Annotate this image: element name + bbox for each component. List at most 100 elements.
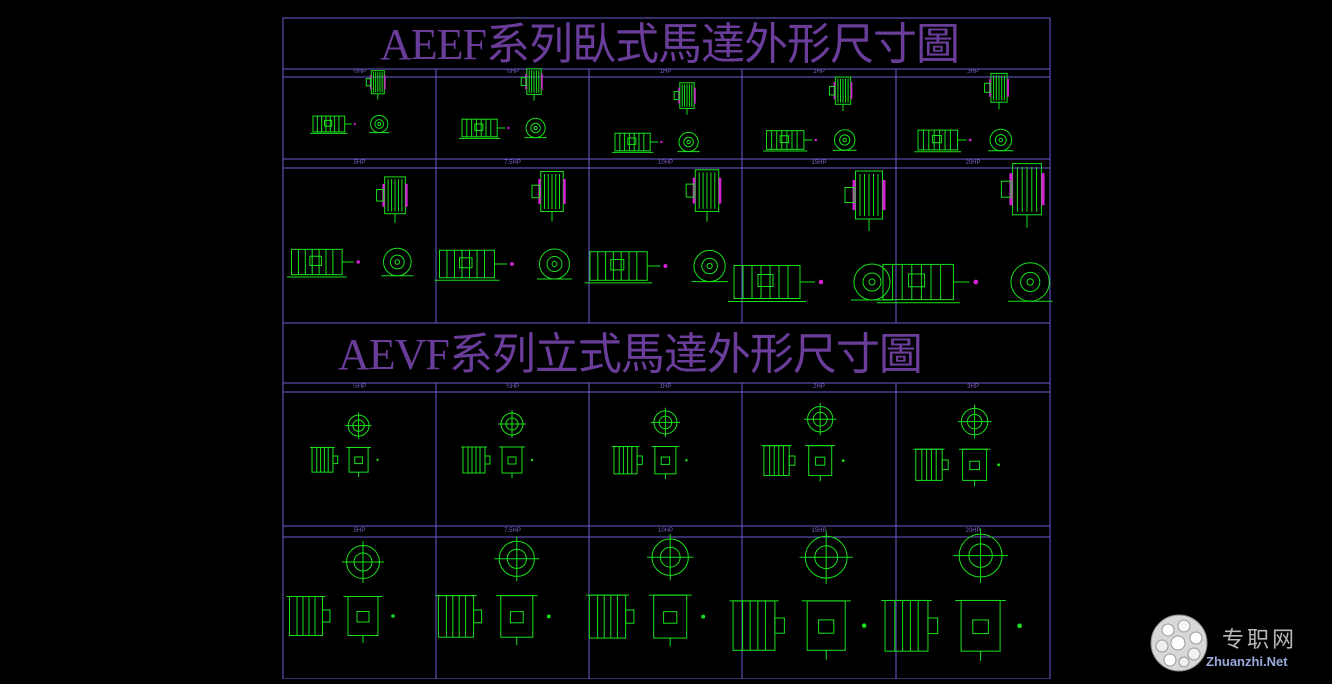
motor-side-view [654,446,677,475]
motor-front-view [884,599,929,652]
motor-side-view [733,265,801,299]
dim-marker [685,458,688,462]
terminal-box [365,78,372,87]
shaft-key [356,260,360,264]
motor-front-view [437,595,475,638]
dim-marker [701,614,706,619]
cell-label: 2HP [813,384,825,390]
end-view-shaft [706,262,713,270]
motor-front-view [588,594,627,639]
end-view-shaft [1026,278,1034,286]
horizontal-motor-drawing [286,176,414,278]
terminal-box [507,456,517,465]
terminal-box [309,255,322,266]
terminal-mark [850,82,853,100]
cell-label: ¾HP [505,384,520,390]
horizontal-series-title: AEEF系列臥式馬達外形尺寸圖 [380,20,960,69]
horizontal-motor-drawing [611,82,700,153]
terminal-mark [384,75,386,90]
terminal-box [931,135,942,144]
motor-side-view [653,594,688,639]
watermark-en: Zhuanzhi.Net [1206,654,1288,669]
cell-label: 15HP [811,160,827,166]
shaft-key [973,279,979,285]
terminal-box [627,137,637,145]
dim-marker [861,623,867,628]
vertical-motor-drawing [435,536,551,646]
vertical-motor-drawing [461,410,534,478]
watermark-cn: 专职网 [1222,628,1298,653]
horizontal-motor-drawing [584,169,728,284]
horizontal-motor-drawing [310,70,390,134]
terminal-box [663,611,678,624]
terminal-box [757,274,774,287]
horizontal-motor-drawing [728,170,893,302]
motor-front-view [915,448,943,481]
end-view-shaft [842,137,847,143]
motor-front-view [732,600,776,651]
motor-end-view [539,248,570,280]
cell-label: 1HP [659,384,672,390]
motor-side-view [960,599,1001,652]
horizontal-motor-drawing [763,76,857,152]
terminal-box [459,257,473,269]
end-view-inner [374,119,385,129]
vertical-motor-drawing [729,530,867,660]
terminal-mark [405,183,408,207]
shaft-key [818,279,824,285]
shaft-key [968,138,972,142]
terminal-mark [541,73,543,90]
terminal-box [941,459,949,471]
terminal-box [685,183,695,198]
terminal-box [636,455,643,465]
terminal-box [322,609,331,623]
terminal-box [815,456,826,466]
motor-end-view [525,117,546,139]
cell-label: 5HP [353,160,366,166]
cell-label: 20HP [965,528,981,534]
horizontal-motor-drawing [914,72,1014,153]
terminal-box [520,77,527,87]
dim-marker [530,458,534,462]
motor-end-view [383,247,412,277]
cell-label: 10HP [657,528,673,534]
terminal-mark [718,177,722,204]
terminal-box [673,91,680,101]
end-view-inner [530,122,541,134]
cell-label: 7.5HP [504,160,521,166]
end-view-inner [862,272,882,292]
end-view-inner [839,134,851,146]
terminal-box [531,184,540,199]
end-view-shaft [377,122,382,126]
end-view-shaft [686,139,691,145]
motor-side-view [347,596,379,636]
motor-side-view [917,129,959,151]
motor-side-view [766,130,805,150]
motor-side-view [882,263,954,301]
motor-side-view [808,445,833,477]
terminal-box [484,455,491,465]
terminal-box [1000,180,1012,198]
terminal-box [610,259,625,271]
vertical-motor-drawing [310,412,379,477]
cell-label: 20HP [965,160,981,166]
horizontal-motor-drawing [876,163,1053,304]
motor-side-view [962,448,988,481]
cell-label: ½HP [352,69,367,75]
globe-ball-icon [1150,614,1208,672]
dim-marker [1017,623,1022,629]
terminal-box [844,187,855,203]
terminal-mark [563,179,566,204]
terminal-box [908,273,926,288]
shaft-key [353,122,356,126]
cell-label: 2HP [813,69,825,75]
terminal-box [474,123,484,131]
terminal-box [356,611,370,623]
vertical-motor-drawing [611,407,688,480]
vertical-series-title: AEVF系列立式馬達外形尺寸圖 [338,330,923,379]
terminal-mark [1041,173,1045,206]
horizontal-motor-drawing [458,68,547,139]
vertical-motor-drawing [586,534,706,647]
end-view-shaft [868,278,876,286]
